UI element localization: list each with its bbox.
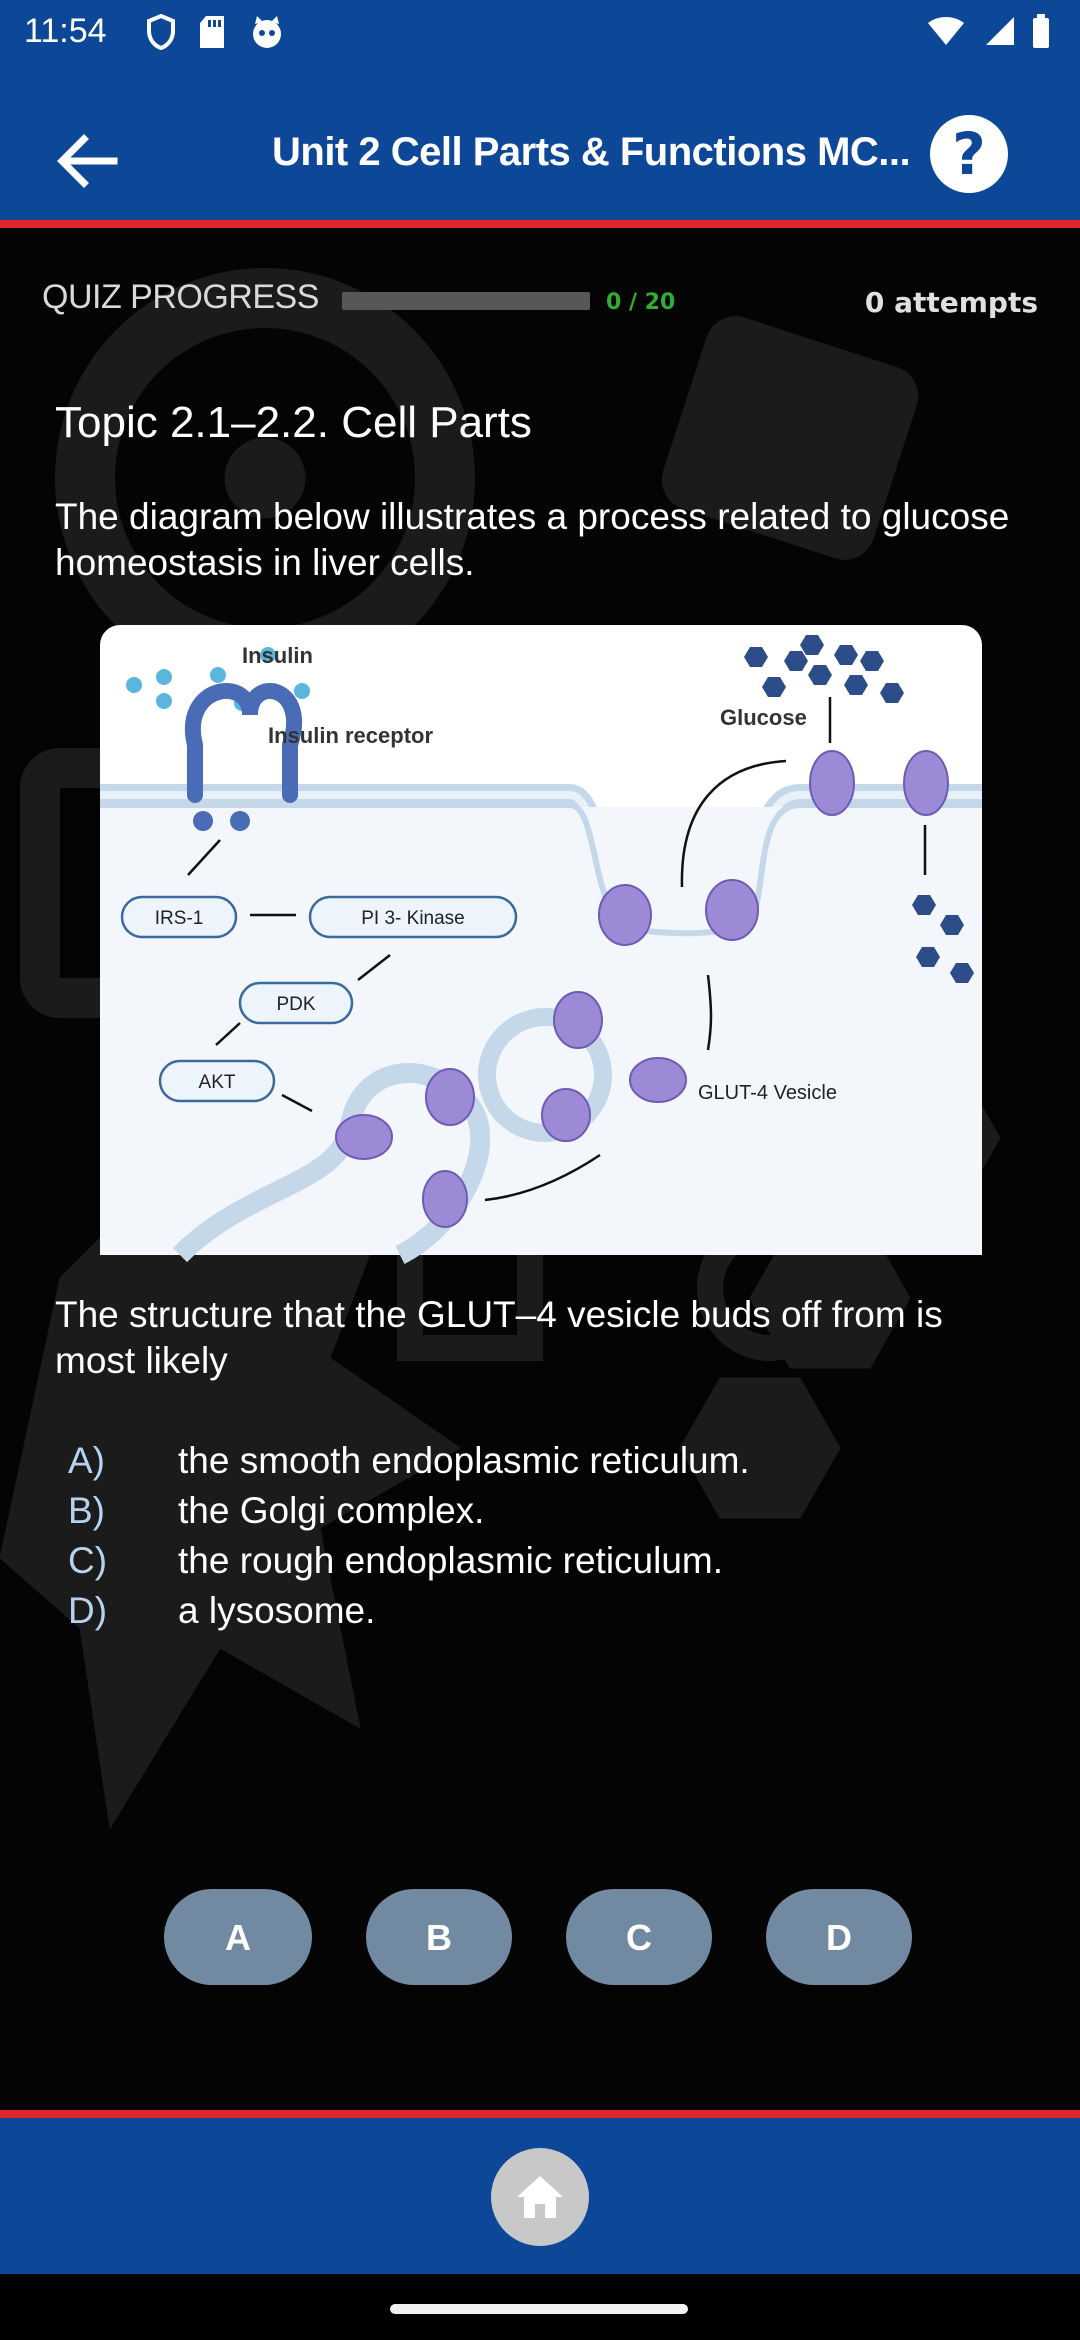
glut4-transporter	[425, 1068, 475, 1126]
question-stem: The structure that the GLUT–4 vesicle bu…	[55, 1294, 943, 1381]
akt-box	[158, 1059, 276, 1103]
option-c: C)the rough endoplasmic reticulum.	[68, 1540, 724, 1581]
glut4-transporter	[598, 884, 652, 946]
sd-card-icon	[200, 16, 224, 48]
glut4-transporter	[629, 1057, 687, 1103]
battery-icon	[1033, 14, 1049, 48]
shield-icon	[147, 13, 175, 51]
insulin-dot	[210, 667, 226, 683]
glucose-molecule	[940, 915, 964, 935]
header-divider	[0, 220, 1080, 228]
arrow	[357, 954, 391, 981]
wifi-icon	[928, 17, 964, 45]
glucose-molecule	[784, 651, 808, 671]
glut4-transporter	[422, 1170, 468, 1228]
label-insulin-receptor: Insulin receptor	[268, 723, 433, 748]
insulin-dot	[260, 647, 276, 663]
option-a: A)the smooth endoplasmic reticulum.	[68, 1440, 750, 1481]
glucose-molecule	[916, 947, 940, 967]
question-intro: The diagram below illustrates a process …	[55, 496, 1010, 583]
label-glut4-vesicle: GLUT-4 Vesicle	[698, 1082, 837, 1104]
glut4-transporter	[809, 750, 855, 816]
status-bar: 11:54	[0, 0, 1080, 70]
answer-b-button[interactable]: B	[366, 1889, 512, 1985]
signal-icon	[986, 17, 1014, 45]
topic-heading: Topic 2.1–2.2. Cell Parts	[55, 398, 532, 447]
help-button[interactable]: ?	[930, 115, 1008, 193]
glucose-molecule	[834, 645, 858, 665]
gesture-handle[interactable]	[390, 2304, 688, 2314]
insulin-dot	[156, 693, 172, 709]
label-pi3k: PI 3- Kinase	[361, 908, 465, 929]
answer-options: A)the smooth endoplasmic reticulum. B)th…	[68, 1440, 750, 1640]
arrow	[281, 1093, 313, 1113]
option-d: D)a lysosome.	[68, 1590, 376, 1631]
insulin-dot	[156, 669, 172, 685]
label-akt: AKT	[199, 1072, 236, 1093]
arrow	[215, 1022, 241, 1046]
glucose-molecule	[762, 677, 786, 697]
glucose-molecule	[950, 963, 974, 983]
footer-divider	[0, 2110, 1080, 2118]
label-insulin: Insulin	[242, 643, 313, 668]
answer-c-button[interactable]: C	[566, 1889, 712, 1985]
status-time: 11:54	[24, 12, 107, 50]
label-glucose: Glucose	[720, 705, 807, 730]
label-irs1: IRS-1	[155, 908, 204, 929]
pdk-box	[238, 981, 354, 1025]
glut4-transporter	[705, 879, 759, 941]
home-button[interactable]	[491, 2148, 589, 2246]
arrow	[484, 1153, 601, 1202]
glut4-transporter	[541, 1088, 591, 1142]
glucose-molecule	[860, 651, 884, 671]
pi3k-box	[308, 895, 518, 939]
cat-face-icon	[253, 16, 281, 48]
glut4-transporter	[903, 750, 949, 816]
label-pdk: PDK	[276, 994, 315, 1015]
answer-a-button[interactable]: A	[164, 1889, 312, 1985]
glut4-transporter	[335, 1114, 393, 1160]
insulin-dot	[294, 683, 310, 699]
glucose-molecule	[880, 683, 904, 703]
insulin-dot	[126, 677, 142, 693]
attempts-count: 0 attempts	[864, 286, 1038, 319]
arrow	[187, 839, 221, 876]
glucose-molecule	[800, 635, 824, 655]
quiz-progress-label: QUIZ PROGRESS	[42, 278, 319, 316]
glucose-molecule	[744, 647, 768, 667]
arrow	[680, 759, 787, 888]
glucose-molecule	[844, 675, 868, 695]
irs1-box	[120, 895, 238, 939]
quiz-progress-bar	[342, 292, 590, 310]
glucose-homeostasis-diagram: Insulin Insulin receptor Glucose	[100, 625, 982, 1264]
home-icon	[517, 2176, 563, 2218]
answer-buttons: A B C D	[164, 1889, 912, 1985]
glucose-molecule	[912, 895, 936, 915]
quiz-progress-count: 0 / 20	[606, 290, 676, 315]
glut4-transporter	[553, 991, 603, 1049]
option-b: B)the Golgi complex.	[68, 1490, 485, 1531]
back-arrow-icon[interactable]	[52, 126, 122, 196]
app-bar: Unit 2 Cell Parts & Functions MC... ?	[0, 70, 1080, 220]
glucose-molecule	[808, 665, 832, 685]
page-title: Unit 2 Cell Parts & Functions MC...	[272, 130, 911, 174]
arrow	[706, 974, 713, 1051]
answer-d-button[interactable]: D	[766, 1889, 912, 1985]
